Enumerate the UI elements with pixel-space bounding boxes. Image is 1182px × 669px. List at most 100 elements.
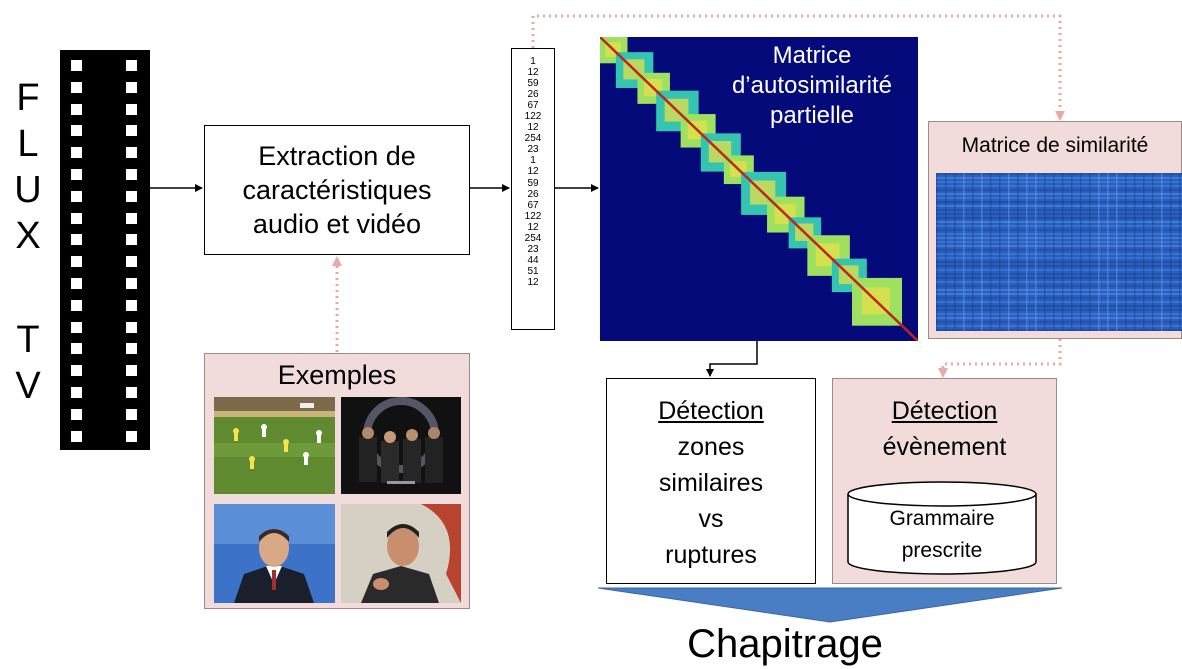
- film-hole: [126, 387, 137, 398]
- film-hole: [126, 169, 137, 180]
- film-hole: [71, 81, 82, 93]
- heatmap-column: [1080, 173, 1082, 331]
- heatmap-row: [936, 273, 1182, 275]
- heatmap-column: [981, 173, 983, 331]
- heatmap-column: [972, 173, 974, 331]
- heatmap-row: [936, 229, 1182, 231]
- heatmap-column: [1053, 173, 1055, 331]
- heatmap-row: [936, 293, 1182, 295]
- heatmap-row: [936, 225, 1182, 227]
- heatmap-row: [936, 209, 1182, 211]
- heatmap-row: [936, 249, 1182, 251]
- film-hole: [71, 408, 82, 420]
- heatmap-row: [936, 221, 1182, 223]
- heatmap-row: [936, 201, 1182, 203]
- heatmap-row: [936, 317, 1182, 319]
- film-hole: [71, 343, 82, 355]
- vector-value: 1: [530, 155, 536, 167]
- heatmap-column: [1017, 173, 1019, 331]
- vector-value: 23: [527, 144, 539, 156]
- heatmap-row: [936, 173, 1182, 175]
- film-hole: [126, 103, 137, 115]
- vector-value: 122: [524, 210, 542, 222]
- heatmap-background: [936, 173, 1182, 331]
- heatmap-column: [954, 173, 956, 331]
- film-hole: [71, 60, 82, 71]
- film-hole: [126, 125, 137, 137]
- detection-zones-line-2: similaires: [658, 469, 764, 497]
- heatmap-row: [936, 321, 1182, 323]
- heatmap-row: [936, 257, 1182, 259]
- film-hole: [126, 81, 137, 93]
- vector-value: 26: [527, 89, 539, 101]
- film-hole: [71, 278, 82, 289]
- flux-letter-u: U: [14, 169, 42, 211]
- heatmap-column: [936, 173, 938, 331]
- film-hole: [126, 299, 137, 311]
- detection-event-line-1: évènement: [882, 433, 1007, 461]
- flux-letter-v: V: [15, 365, 41, 407]
- vector-value: 51: [527, 265, 539, 277]
- similarity-matrix-image: [936, 173, 1182, 331]
- film-hole: [71, 365, 82, 377]
- vector-value: 23: [527, 243, 539, 255]
- heatmap-row: [936, 309, 1182, 311]
- film-hole: [71, 169, 82, 180]
- heatmap-row: [936, 265, 1182, 267]
- example-thumbnail-news-anchor: [214, 504, 335, 603]
- vector-value: 26: [527, 188, 539, 200]
- example-thumbnail-performer: [341, 504, 461, 603]
- vector-value: 12: [527, 67, 539, 79]
- flux-letter-l: L: [17, 123, 39, 165]
- heatmap-column: [945, 173, 947, 331]
- heatmap-column: [1062, 173, 1064, 331]
- film-hole: [126, 430, 137, 442]
- heatmap-column: [999, 173, 1001, 331]
- film-hole: [71, 256, 82, 268]
- vector-value: 59: [527, 177, 539, 189]
- examples-title: Exemples: [277, 360, 397, 390]
- heatmap-column: [1008, 173, 1010, 331]
- film-hole: [126, 408, 137, 420]
- heatmap-row: [936, 253, 1182, 255]
- film-hole: [126, 212, 137, 224]
- flux-letter-t: T: [16, 319, 40, 361]
- heatmap-row: [936, 193, 1182, 195]
- film-hole: [71, 387, 82, 398]
- chapitrage-arrow-shape: [597, 587, 1063, 623]
- heatmap-column: [1098, 173, 1100, 331]
- extraction-line-1: Extraction de: [258, 141, 416, 171]
- example-thumbnail-football: [214, 397, 335, 494]
- heatmap-row: [936, 189, 1182, 191]
- extraction-box: Extraction de caractéristiques audio et …: [204, 125, 470, 255]
- heatmap-row: [936, 237, 1182, 239]
- flux-letter-x: X: [15, 215, 41, 257]
- detection-zones-title: Détection: [658, 397, 764, 425]
- heatmap-column: [1035, 173, 1037, 331]
- self-similarity-matrix-image: [600, 37, 918, 341]
- grammar-label: Grammaire prescrite: [846, 503, 1038, 567]
- heatmap-row: [936, 313, 1182, 315]
- film-hole: [71, 103, 82, 115]
- detection-zones-line-1: zones: [677, 433, 745, 461]
- heatmap-column: [1026, 173, 1028, 331]
- detection-zones-box: Détection zones similaires vs ruptures: [606, 378, 816, 584]
- vector-value: 44: [527, 254, 539, 266]
- heatmap-column: [1044, 173, 1046, 331]
- flux-letter-f: F: [16, 77, 40, 119]
- dotted-arrow-vector-to-similarity: [531, 14, 1065, 121]
- self-similarity-heatmap: [600, 37, 918, 341]
- vector-value: 122: [524, 111, 542, 123]
- film-hole: [126, 321, 137, 333]
- feature-vector-box: 1 12 59 26 67 122 12 254 23 1 12 59 26 6…: [511, 48, 555, 330]
- heatmap-row: [936, 197, 1182, 199]
- similarity-matrix-title: Matrice de similarité: [961, 134, 1149, 157]
- vector-value: 59: [527, 78, 539, 90]
- grammar-line-2: prescrite: [901, 539, 983, 562]
- heatmap-row: [936, 245, 1182, 247]
- film-hole: [126, 256, 137, 268]
- film-hole: [71, 147, 82, 159]
- heatmap-column: [1134, 173, 1136, 331]
- matrix-diagonal: [600, 37, 918, 341]
